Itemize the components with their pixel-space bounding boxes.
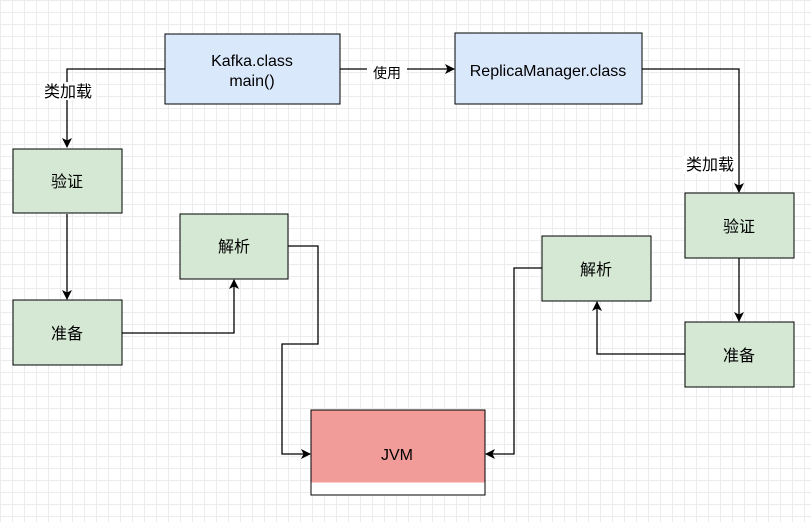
node-replica-manager-label: ReplicaManager.class bbox=[470, 63, 627, 80]
node-kafka-class[interactable]: Kafka.class main() bbox=[164, 33, 341, 105]
edges bbox=[62, 64, 744, 459]
node-parse-left[interactable]: 解析 bbox=[179, 213, 289, 280]
node-verify-left-box bbox=[12, 148, 123, 214]
node-jvm-fill bbox=[311, 410, 485, 483]
node-prepare-right-box bbox=[684, 321, 795, 388]
edge-parse-left-to-jvm bbox=[281, 245, 319, 459]
node-verify-left[interactable]: 验证 bbox=[12, 148, 123, 214]
node-prepare-left-box bbox=[12, 299, 123, 366]
node-verify-right-label: 验证 bbox=[723, 218, 755, 236]
node-parse-right-box bbox=[541, 235, 652, 302]
edge-parse-right-to-jvm bbox=[485, 267, 542, 459]
node-parse-right[interactable]: 解析 bbox=[541, 235, 652, 302]
edge-label-classload-left: 类加载 bbox=[44, 83, 92, 101]
edge-label-classload-right: 类加载 bbox=[686, 156, 734, 174]
edge-labels: 使用 类加载 类加载 bbox=[40, 63, 738, 174]
edge-prepare-right-to-parse-right bbox=[592, 301, 685, 355]
node-parse-right-label: 解析 bbox=[580, 261, 612, 279]
node-jvm-label: JVM bbox=[381, 447, 413, 464]
node-replica-manager-box bbox=[454, 32, 643, 105]
edge-kafka-to-verify-left bbox=[62, 68, 165, 148]
node-replica-manager[interactable]: ReplicaManager.class bbox=[454, 32, 643, 105]
node-kafka-class-title: Kafka.class bbox=[211, 53, 293, 70]
node-kafka-class-box bbox=[164, 33, 341, 105]
node-verify-right[interactable]: 验证 bbox=[684, 192, 795, 259]
edge-label-use: 使用 bbox=[373, 65, 401, 81]
node-prepare-left-label: 准备 bbox=[51, 325, 83, 343]
edge-replica-to-verify-right bbox=[642, 68, 744, 193]
node-prepare-left[interactable]: 准备 bbox=[12, 299, 123, 366]
node-verify-right-box bbox=[684, 192, 795, 259]
node-verify-left-label: 验证 bbox=[51, 173, 83, 191]
node-parse-left-label: 解析 bbox=[218, 238, 250, 256]
node-kafka-class-method: main() bbox=[229, 73, 274, 90]
node-parse-left-box bbox=[179, 213, 289, 280]
edge-prepare-left-to-parse-left bbox=[122, 279, 239, 334]
node-jvm[interactable]: JVM bbox=[310, 409, 486, 496]
node-prepare-right[interactable]: 准备 bbox=[684, 321, 795, 388]
node-prepare-right-label: 准备 bbox=[723, 347, 755, 365]
